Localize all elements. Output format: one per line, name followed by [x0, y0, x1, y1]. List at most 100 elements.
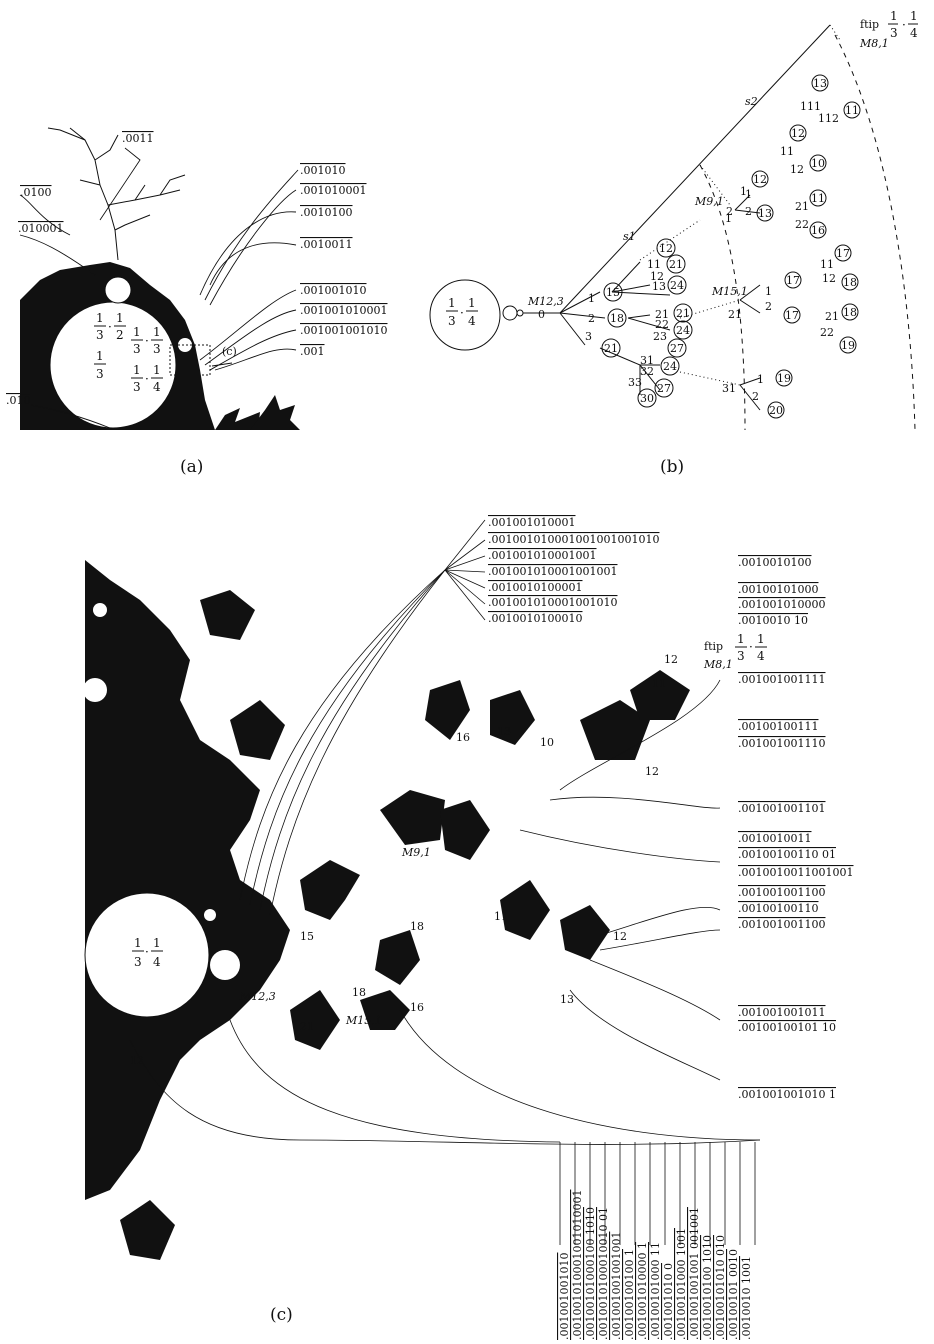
- edge-label: 21: [728, 308, 742, 321]
- right-addresses-c: .0010010100 .00100101000 .001001010000 .…: [738, 556, 853, 1101]
- component-label-m9-1-c: M9,1: [401, 846, 431, 859]
- component-label-m9-1: M9,1: [694, 195, 724, 208]
- svg-text:.001001001111: .001001001111: [738, 673, 825, 686]
- arc-label-s2: s2: [745, 95, 758, 108]
- period-label: 21: [300, 1020, 314, 1033]
- ftip-label-c: ftip: [704, 640, 723, 653]
- svg-text:21: 21: [604, 342, 618, 355]
- svg-text:.00100100111: .00100100111: [738, 720, 818, 733]
- svg-text:4: 4: [757, 649, 765, 663]
- svg-text:.001001010001001001: .001001010001001001: [488, 565, 617, 578]
- svg-text:.001001001010: .001001001010: [558, 1253, 571, 1340]
- svg-text:1: 1: [96, 311, 104, 325]
- svg-text:.001001010000: .001001010000: [738, 598, 825, 611]
- panel-a: (c) .0011 .0100 .010001 .001010 .0010100…: [6, 128, 387, 477]
- svg-text:2: 2: [116, 328, 124, 342]
- component-label-m12-3-c: M12,3: [239, 990, 276, 1003]
- svg-text:4: 4: [153, 955, 161, 969]
- svg-text:.001001001010 1: .001001001010 1: [738, 1088, 836, 1101]
- svg-text:17: 17: [786, 274, 800, 287]
- svg-text:.00100100101 10: .00100100101 10: [738, 1021, 836, 1034]
- arc-label-s1: s1: [623, 230, 636, 243]
- svg-text:4: 4: [468, 314, 476, 328]
- svg-text:.00100100110: .00100100110: [738, 902, 818, 915]
- svg-text:21: 21: [676, 307, 690, 320]
- svg-text:3: 3: [448, 314, 456, 328]
- period-label: 18: [352, 986, 366, 999]
- svg-text:30: 30: [640, 392, 654, 405]
- svg-text:11: 11: [811, 192, 825, 205]
- svg-text:.0010010 1001: .0010010 1001: [740, 1256, 753, 1340]
- svg-text:24: 24: [663, 360, 677, 373]
- svg-text:.001001010001: .001001010001: [488, 516, 575, 529]
- svg-text:.001001001011: .001001001011: [738, 1006, 825, 1019]
- ftip-fraction-b: 1 3 · 1 4: [888, 9, 918, 40]
- edge-label: 12: [822, 272, 836, 285]
- edge-label: 1: [740, 185, 747, 198]
- svg-text:18: 18: [843, 306, 857, 319]
- period-label: 12: [613, 930, 627, 943]
- svg-text:1: 1: [116, 311, 124, 325]
- svg-text:1: 1: [134, 936, 142, 950]
- ray-address: .010: [6, 394, 31, 407]
- svg-text:4: 4: [153, 380, 161, 394]
- edge-label: 1: [588, 292, 595, 305]
- svg-text:.001001010001001010: .001001010001001010: [488, 596, 617, 609]
- top-addresses-c: .001001010001 .001001010001001001001010 …: [488, 516, 659, 625]
- svg-text:·: ·: [145, 945, 149, 959]
- period-label: 11: [652, 677, 666, 690]
- svg-text:13: 13: [758, 207, 772, 220]
- panel-c-label: (c): [270, 1305, 293, 1325]
- ray-address: .0100: [20, 186, 52, 199]
- svg-text:1: 1: [448, 296, 456, 310]
- edge-label: 32: [640, 365, 654, 378]
- svg-text:19: 19: [841, 339, 855, 352]
- svg-text:10: 10: [811, 157, 825, 170]
- ray-address: .0011: [122, 132, 154, 145]
- component-label-m15-1: M15,1: [711, 285, 748, 298]
- period-label: 16: [456, 731, 470, 744]
- svg-text:·: ·: [460, 306, 464, 320]
- svg-text:.0010010100010010 01: .0010010100010010 01: [597, 1207, 610, 1340]
- edge-label: 33: [628, 376, 642, 389]
- svg-text:1: 1: [96, 349, 104, 363]
- svg-text:1: 1: [910, 9, 918, 23]
- edge-label: 21: [795, 200, 809, 213]
- svg-text:3: 3: [134, 955, 142, 969]
- svg-text:.00100101000 11: .00100101000 11: [649, 1242, 662, 1340]
- svg-text:1: 1: [468, 296, 476, 310]
- svg-text:.00100100110 01: .00100100110 01: [738, 848, 836, 861]
- svg-text:18: 18: [843, 276, 857, 289]
- ftip-fraction-c: 1 3 · 1 4: [735, 632, 767, 663]
- svg-text:.00100101000: .00100101000: [738, 583, 818, 596]
- ray-address: .010001: [18, 222, 64, 235]
- edge-label: 23: [653, 330, 667, 343]
- period-label: 12: [130, 1054, 144, 1067]
- svg-text:.0010010011001001: .0010010011001001: [738, 866, 853, 879]
- root-fraction: 1 3 · 1 4: [446, 296, 478, 328]
- svg-text:24: 24: [670, 279, 684, 292]
- svg-text:1: 1: [153, 325, 161, 339]
- svg-text:24: 24: [676, 324, 690, 337]
- svg-text:17: 17: [836, 247, 850, 260]
- panel-b: 1 3 · 1 4: [430, 9, 918, 477]
- period-label: 15: [300, 930, 314, 943]
- svg-text:3: 3: [96, 328, 104, 342]
- root-component: [430, 280, 500, 350]
- svg-text:.001001001100: .001001001100: [738, 918, 825, 931]
- edge-label: 1: [765, 285, 772, 298]
- svg-text:3: 3: [133, 342, 141, 356]
- edge-label: 21: [825, 310, 839, 323]
- svg-text:.0010010100010: .0010010100010: [488, 612, 582, 625]
- period-label: 11: [494, 910, 508, 923]
- svg-text:17: 17: [785, 309, 799, 322]
- svg-text:1: 1: [153, 936, 161, 950]
- panel-c: 1 3 · 1 4: [83, 516, 853, 1340]
- svg-text:27: 27: [657, 382, 671, 395]
- svg-text:·: ·: [749, 640, 753, 654]
- svg-text:27: 27: [670, 342, 684, 355]
- svg-text:11: 11: [845, 104, 859, 117]
- period-label: 12: [664, 653, 678, 666]
